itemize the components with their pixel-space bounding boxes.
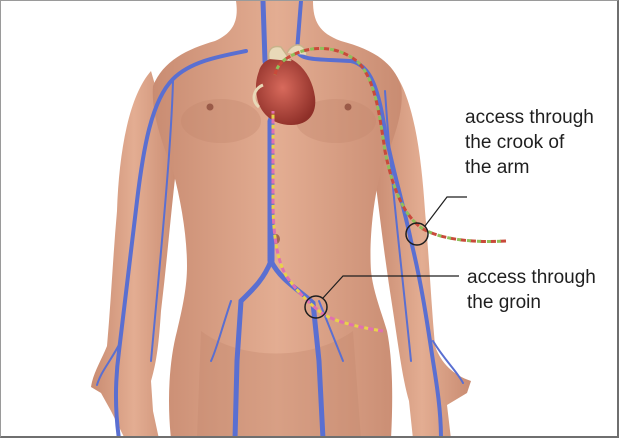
nipple-left: [207, 104, 214, 111]
arm-access-label: access through the crook of the arm: [465, 105, 594, 180]
groin-label-line-1: access through: [467, 265, 596, 290]
arm-leader-line: [425, 197, 467, 226]
groin-access-label: access through the groin: [467, 265, 596, 315]
arm-label-line-3: the arm: [465, 155, 594, 180]
arm-label-line-2: the crook of: [465, 130, 594, 155]
groin-label-line-2: the groin: [467, 290, 596, 315]
arm-label-line-1: access through: [465, 105, 594, 130]
nipple-right: [345, 104, 352, 111]
